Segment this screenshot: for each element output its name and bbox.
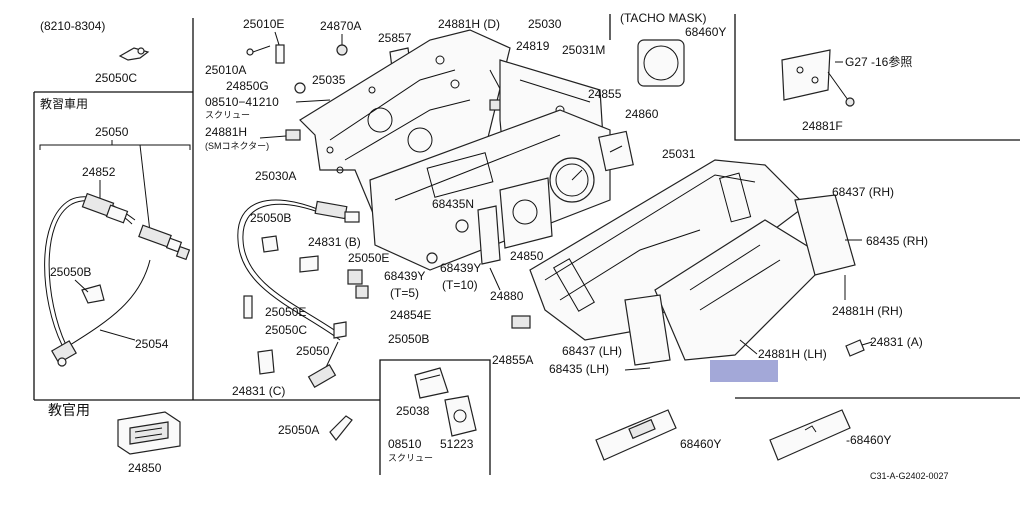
label-68460Y-top: 68460Y	[685, 25, 726, 39]
part-25010E	[275, 44, 285, 64]
part-tacho-mask	[637, 39, 685, 87]
label-24870A: 24870A	[320, 19, 361, 33]
part-68437-RH	[794, 194, 856, 276]
label-25054: 25054	[135, 337, 169, 351]
label-25050A: 25050A	[278, 423, 319, 437]
frame-lines	[33, 14, 1020, 475]
part-24831-A	[845, 339, 873, 357]
label-68437-RH: 68437 (RH)	[832, 185, 894, 199]
label-68460Y-bl: 68460Y	[680, 437, 721, 451]
part-25050E	[243, 295, 253, 319]
part-51223	[444, 395, 477, 437]
part-24850-instructor	[117, 411, 181, 455]
label-24831-B: 24831 (B)	[308, 235, 361, 249]
label-24852: 24852	[82, 165, 116, 179]
label-25030: 25030	[528, 17, 562, 31]
label-25010E: 25010E	[243, 17, 284, 31]
highlight-box	[710, 360, 778, 382]
part-25050A	[329, 415, 353, 441]
label-08510-41210: 08510−41210	[205, 95, 279, 109]
part-24850-gauge	[499, 177, 553, 249]
label-25010A: 25010A	[205, 63, 246, 77]
label-24881H-LH: 24881H (LH)	[758, 347, 827, 361]
label-25050E-top: 25050E	[348, 251, 389, 265]
label-24855A: 24855A	[492, 353, 533, 367]
clip-icon	[261, 235, 279, 253]
label-25050C-low: 25050C	[265, 323, 307, 337]
label-25031: 25031	[662, 147, 696, 161]
bolt-icon	[347, 269, 369, 299]
label-24881H-top: 24881H	[205, 125, 247, 139]
part-24880	[477, 205, 501, 265]
label-25050B-mid: 25050B	[250, 211, 291, 225]
label-24850-mid: 24850	[510, 249, 544, 263]
gauge-icon	[549, 130, 634, 203]
diagram-code: C31-A-G2402-0027	[870, 471, 949, 481]
label-68437-LH: 68437 (LH)	[562, 344, 622, 358]
label-g27-ref: G27 -16参照	[845, 54, 912, 69]
label-25050-mid: 25050	[296, 344, 330, 358]
part-25050B-left	[74, 279, 105, 304]
part-68460Y-left	[595, 409, 677, 461]
label-24850-bottom: 24850	[128, 461, 162, 475]
label-25038: 25038	[396, 404, 430, 418]
label-t10: (T=10)	[442, 278, 478, 292]
label-25050E-low: 25050E	[265, 305, 306, 319]
part-25038	[414, 367, 449, 399]
part-68460Y-right	[769, 409, 851, 461]
part-24855A	[511, 315, 531, 329]
label-24860: 24860	[625, 107, 659, 121]
part-68437-LH	[624, 294, 671, 366]
bulb-icon	[426, 219, 469, 264]
part-combination-meter	[369, 109, 611, 271]
label-screw-2: スクリュー	[388, 453, 433, 463]
part-bracket-g27	[781, 49, 855, 107]
connector-icon	[259, 129, 301, 141]
label-25035: 25035	[312, 73, 346, 87]
label-68435-LH: 68435 (LH)	[549, 362, 609, 376]
label-24831-C: 24831 (C)	[232, 384, 285, 398]
part-window-plate	[654, 219, 831, 361]
label-68435N: 68435N	[432, 197, 474, 211]
label-25050-left: 25050	[95, 125, 129, 139]
label-25050C: 25050C	[95, 71, 137, 85]
speedo-cable-middle	[237, 199, 360, 389]
section-instructor: 教官用	[48, 402, 90, 418]
label-24854E: 24854E	[390, 308, 431, 322]
label-25050B-low: 25050B	[388, 332, 429, 346]
label-24881H-RH: 24881H (RH)	[832, 304, 903, 318]
section-training-car: 教習車用	[40, 96, 88, 111]
label-screw-1: スクリュー	[205, 110, 250, 120]
serial-range-label: (8210-8304)	[40, 19, 105, 33]
label-08510: 08510	[388, 437, 422, 451]
label-68439Y-T10: 68439Y	[440, 261, 481, 275]
label-t5: (T=5)	[390, 286, 419, 300]
part-25050C-top	[118, 47, 150, 61]
label-24850G: 24850G	[226, 79, 269, 93]
label-25030A: 25030A	[255, 169, 296, 183]
part-24831-C	[257, 349, 275, 375]
label-tacho-mask: (TACHO MASK)	[620, 11, 706, 25]
label-68460Y-br: -68460Y	[846, 433, 891, 447]
label-sm-connector: (SMコネクター)	[205, 141, 269, 151]
label-51223: 51223	[440, 437, 474, 451]
label-24881F: 24881F	[802, 119, 843, 133]
label-25857: 25857	[378, 31, 412, 45]
label-25031M: 25031M	[562, 43, 605, 57]
label-24855: 24855	[588, 87, 622, 101]
label-68435-RH: 68435 (RH)	[866, 234, 928, 248]
label-24819: 24819	[516, 39, 550, 53]
label-25050B-left: 25050B	[50, 265, 91, 279]
label-24881H-D: 24881H (D)	[438, 17, 500, 31]
label-24831-A: 24831 (A)	[870, 335, 923, 349]
label-24880: 24880	[490, 289, 524, 303]
speedo-cable-left	[44, 192, 191, 367]
label-68439Y-T5: 68439Y	[384, 269, 425, 283]
